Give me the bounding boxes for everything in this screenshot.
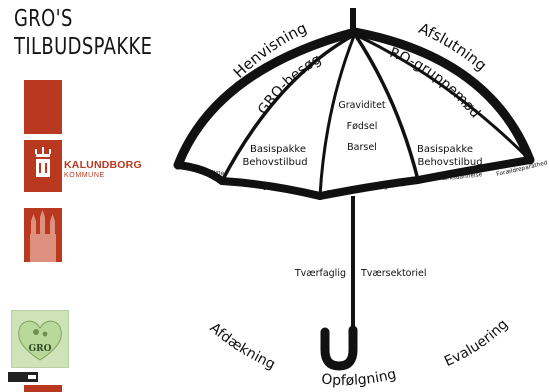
logo-sub: KOMMUNE — [64, 171, 105, 179]
label-opfolgning: Opfølgning — [320, 366, 397, 389]
gro-logo-text: GRO — [28, 344, 52, 354]
small-logo-mark — [28, 375, 36, 379]
label-barsel: Barsel — [347, 142, 377, 153]
umbrella-rib-1 — [220, 34, 353, 182]
umbrella-shaft — [351, 196, 355, 332]
label-tvaersektoriel: Tværsektoriel — [360, 268, 427, 279]
sidebar-title-line1: GRO'S — [14, 6, 73, 32]
label-basispakke-right: Basispakke — [417, 144, 473, 155]
umbrella-rib-2 — [318, 35, 356, 197]
small-logo — [8, 372, 38, 382]
label-behovstilbud-left: Behovstilbud — [242, 157, 307, 168]
gro-logo: GRO — [11, 310, 69, 368]
umbrella-handle — [320, 325, 358, 371]
church-image — [24, 208, 62, 262]
kalundborg-logo: KALUNDBORG KOMMUNE — [64, 160, 142, 179]
canopy-scallop-3 — [316, 176, 422, 200]
edge-label-mestringsevne: Mestringsevne — [181, 164, 224, 178]
crown-icon — [35, 147, 51, 177]
umbrella-rib-3 — [354, 35, 420, 181]
label-graviditet: Graviditet — [338, 100, 386, 111]
canopy-scallop-2 — [218, 177, 324, 200]
sidebar: GRO'S TILBUDSPAKKE KALUNDBORG KOMMUNE — [0, 0, 180, 392]
edge-label-netvaerk: Netværksdannelse — [428, 172, 483, 183]
label-afdaekning: Afdækning — [206, 320, 277, 373]
kalundborg-crest-block — [24, 140, 62, 192]
label-basispakke-left: Basispakke — [250, 144, 306, 155]
sidebar-title-line2: TILBUDSPAKKE — [14, 34, 153, 60]
label-behovstilbud-right: Behovstilbud — [417, 157, 482, 168]
umbrella-tip — [350, 8, 356, 34]
heart-icon — [18, 320, 62, 361]
canopy-scallop-4 — [414, 156, 534, 184]
logo-name: KALUNDBORG — [64, 159, 142, 171]
label-fodsel: Fødsel — [347, 121, 378, 132]
label-tvaerfaglig: Tværfaglig — [294, 268, 346, 279]
red-bar-bottom — [24, 385, 62, 392]
church-icon — [30, 210, 56, 262]
umbrella-rib-4 — [357, 34, 532, 162]
label-evaluering: Evaluering — [442, 316, 511, 370]
red-bar-top — [24, 80, 62, 134]
